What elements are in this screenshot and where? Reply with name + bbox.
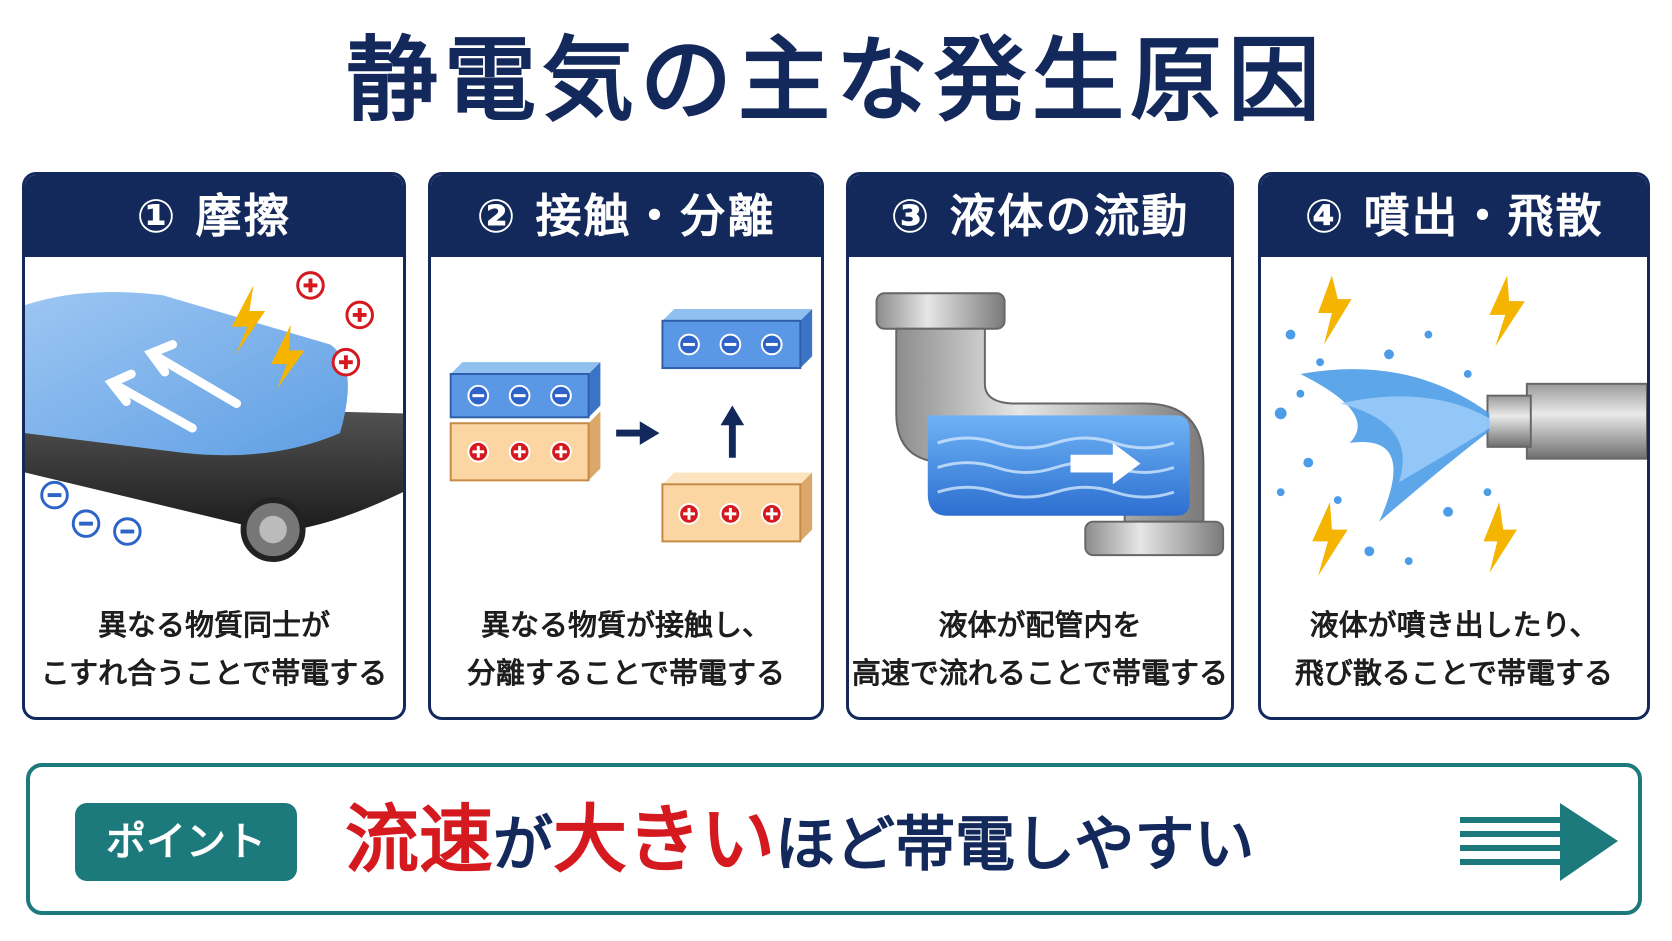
water-droplets: [1274, 329, 1492, 566]
contact-separation-illustration: [431, 263, 821, 613]
point-conclusion: ほど帯電しやすい: [775, 810, 1255, 880]
page-title: 静電気の主な発生原因: [345, 27, 1326, 134]
friction-illustration: [25, 263, 403, 613]
lightning-icon: [231, 285, 305, 389]
desc-line: 異なる物質が接触し、: [480, 608, 771, 642]
card-spray-heading: ④ 噴出・飛散: [1261, 175, 1647, 257]
desc-line: 液体が噴き出したり、: [1309, 608, 1599, 642]
nozzle-pipe: [1525, 382, 1647, 460]
card-contact-heading: ② 接触・分離: [431, 175, 821, 257]
lightning-icon: [1312, 275, 1525, 576]
desc-line: 異なる物質同士が: [97, 608, 330, 642]
card-liquid-flow: ③ 液体の流動: [846, 172, 1234, 720]
point-message: 流速が大きいほど帯電しやすい: [345, 785, 1254, 895]
card-spray-scatter: ④ 噴出・飛散: [1258, 172, 1650, 720]
arrow-up-icon: [720, 405, 745, 458]
point-keyword-flow-speed: 流速: [345, 797, 493, 883]
arrow-right-icon: [1070, 442, 1141, 485]
arrow-left-icon: [104, 340, 242, 433]
desc-line: 液体が配管内を: [938, 608, 1142, 642]
point-callout: ポイント 流速が大きいほど帯電しやすい: [26, 763, 1642, 915]
desc-line: 分離することで帯電する: [466, 656, 786, 690]
arrow-right-icon: [1460, 803, 1618, 881]
card-friction: ① 摩擦: [22, 172, 406, 720]
point-keyword-large: 大きい: [553, 797, 775, 883]
card-contact-description: 異なる物質が接触し、 分離することで帯電する: [431, 601, 821, 697]
point-badge: ポイント: [75, 803, 297, 881]
spray-illustration: [1261, 263, 1647, 613]
desc-line: 飛び散ることで帯電する: [1294, 656, 1614, 690]
nozzle-tip: [1486, 394, 1532, 448]
card-spray-description: 液体が噴き出したり、 飛び散ることで帯電する: [1261, 601, 1647, 697]
card-contact-separation: ② 接触・分離: [428, 172, 824, 720]
desc-line: 高速で流れることで帯電する: [851, 656, 1229, 690]
blue-block-contact: [449, 362, 601, 419]
point-particle: が: [493, 810, 553, 880]
card-liquid-heading: ③ 液体の流動: [849, 175, 1231, 257]
card-friction-heading: ① 摩擦: [25, 175, 403, 257]
pipe-flange-top: [875, 292, 1006, 330]
card-liquid-description: 液体が配管内を 高速で流れることで帯電する: [849, 601, 1231, 697]
arrow-right-icon: [616, 421, 660, 445]
desc-line: こすれ合うことで帯電する: [40, 656, 388, 690]
card-friction-description: 異なる物質同士が こすれ合うことで帯電する: [25, 601, 403, 697]
pipe-flange-bottom: [1084, 520, 1225, 557]
pipe-flow-illustration: [849, 263, 1231, 613]
